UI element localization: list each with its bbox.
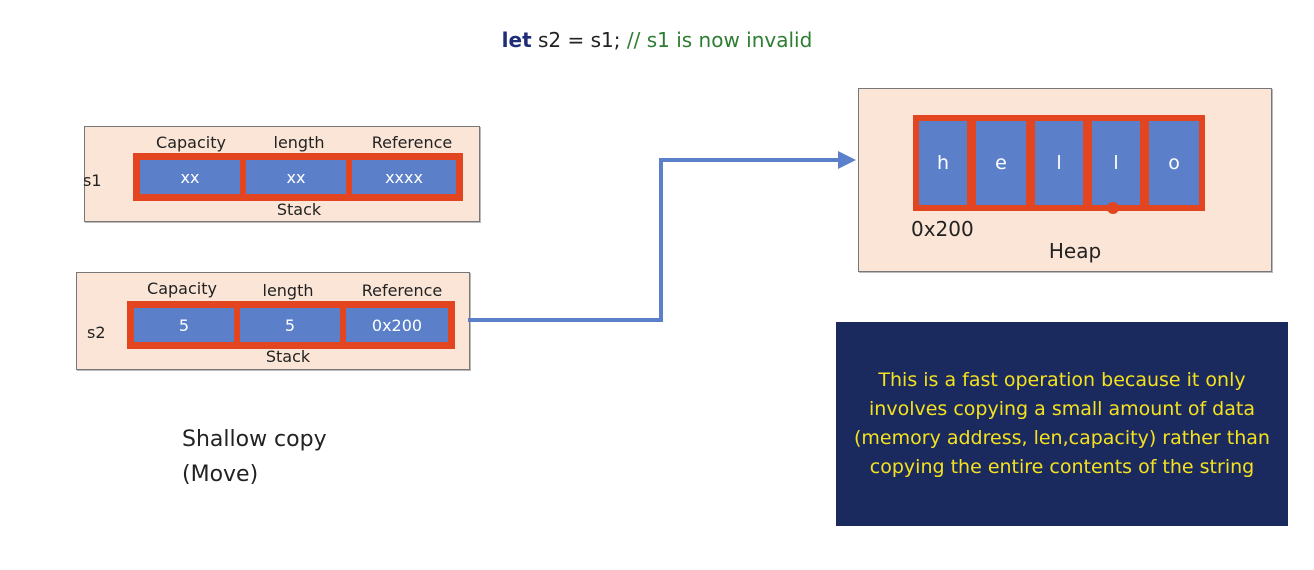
s2-header-capacity: Capacity: [147, 279, 217, 298]
s1-stack-panel: Capacity length Reference s1 xx xx xxxx …: [83, 126, 480, 222]
code-statement: s2 = s1;: [531, 28, 621, 52]
heap-char-cell: l: [1092, 121, 1140, 205]
s1-header-reference: Reference: [371, 133, 453, 152]
s1-reference-cell: xxxx: [352, 160, 456, 194]
s2-reference-cell: 0x200: [346, 308, 448, 342]
reference-target-dot: [1107, 202, 1119, 214]
heap-frame: h e l l o: [913, 115, 1205, 211]
s2-capacity-cell: 5: [134, 308, 234, 342]
code-comment: // s1 is now invalid: [620, 28, 813, 52]
heap-panel: h e l l o 0x200 Heap: [858, 88, 1272, 272]
s2-row-label: s2: [87, 323, 106, 342]
s1-stack-caption: Stack: [276, 200, 322, 219]
s1-stack-frame: xx xx xxxx: [133, 153, 463, 201]
s1-header-capacity: Capacity: [156, 133, 226, 152]
s2-header-reference: Reference: [361, 281, 443, 300]
code-line: let s2 = s1; // s1 is now invalid: [0, 28, 1314, 52]
heap-address: 0x200: [911, 217, 974, 241]
s1-header-length: length: [273, 133, 325, 152]
s2-header-length: length: [262, 281, 314, 300]
heap-caption: Heap: [1048, 239, 1102, 263]
s2-stack-panel: Capacity length Reference s2 5 5 0x200 S…: [76, 272, 470, 370]
s2-stack-caption: Stack: [265, 347, 311, 366]
explanation-text: This is a fast operation because it only…: [854, 369, 1270, 478]
s2-length-cell: 5: [240, 308, 340, 342]
s2-stack-frame: 5 5 0x200: [127, 301, 455, 349]
heap-char-cell: h: [919, 121, 967, 205]
s1-row-label: s1: [83, 171, 102, 190]
heap-char-cell: l: [1035, 121, 1083, 205]
s1-capacity-cell: xx: [140, 160, 240, 194]
heap-char-cell: e: [976, 121, 1026, 205]
move-label: (Move): [182, 462, 259, 487]
s1-length-cell: xx: [246, 160, 346, 194]
shallow-copy-label: Shallow copy: [182, 427, 327, 452]
code-keyword: let: [501, 28, 532, 52]
explanation-note: This is a fast operation because it only…: [836, 322, 1288, 526]
heap-char-cell: o: [1149, 121, 1199, 205]
